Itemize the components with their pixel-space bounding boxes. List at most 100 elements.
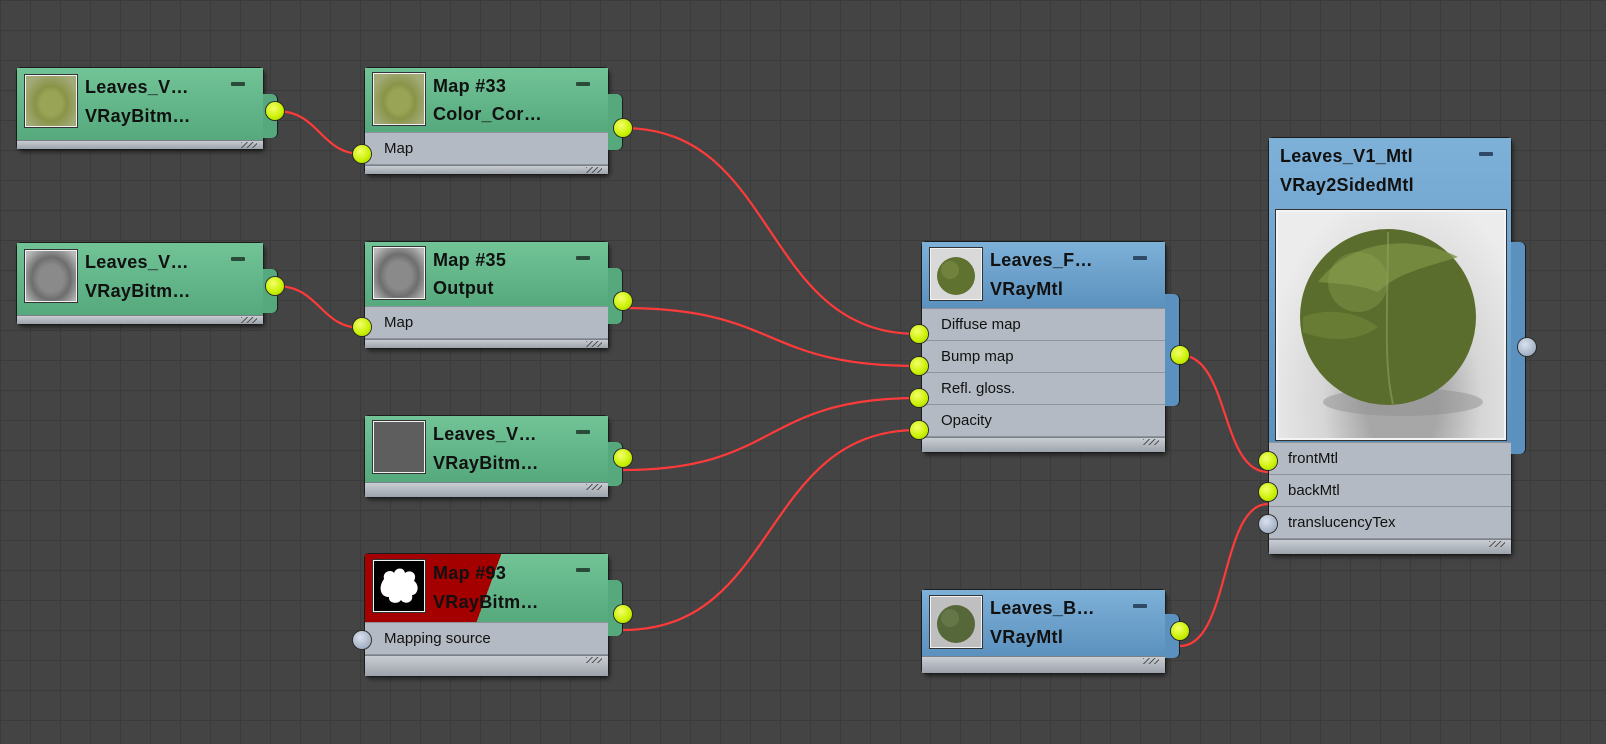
node-footer	[17, 315, 263, 324]
node-leaves-f-mtl[interactable]: Leaves_F… VRayMtl Diffuse map Bump map R…	[922, 242, 1179, 452]
node-type: VRayBitm…	[85, 106, 191, 126]
slot-label: Diffuse map	[941, 316, 1021, 333]
wire-bitmap2-to-map35	[275, 284, 363, 330]
node-type: VRayMtl	[990, 627, 1064, 647]
opacity-mask-icon	[373, 560, 425, 612]
output-port[interactable]	[614, 119, 632, 137]
node-title: Map #35	[433, 250, 507, 270]
input-slot-mapping-source[interactable]: Mapping source	[365, 623, 608, 655]
output-port[interactable]	[1171, 346, 1189, 364]
input-slot-bump-map[interactable]: Bump map	[922, 341, 1165, 373]
output-port[interactable]	[266, 102, 284, 120]
node-type: VRay2SidedMtl	[1280, 175, 1414, 195]
slot-label: Opacity	[941, 412, 992, 429]
output-port[interactable]	[614, 292, 632, 310]
collapse-button[interactable]	[576, 256, 590, 260]
slot-label: Map	[384, 314, 414, 331]
leaf-texture-icon	[373, 73, 425, 125]
sphere-preview-icon	[930, 248, 982, 300]
input-slot-map[interactable]: Map	[365, 307, 608, 339]
input-port-map[interactable]	[353, 318, 371, 336]
output-port[interactable]	[1171, 622, 1189, 640]
input-port-refl-gloss[interactable]	[910, 389, 928, 407]
input-slot-map[interactable]: Map	[365, 133, 608, 165]
slot-label: frontMtl	[1288, 450, 1339, 467]
collapse-button[interactable]	[1133, 256, 1147, 260]
output-port[interactable]	[614, 605, 632, 623]
node-map-35[interactable]: Map #35 Output Map	[365, 242, 622, 348]
mask-shape	[380, 568, 418, 603]
node-footer	[922, 656, 1165, 673]
node-title: Leaves_F…	[990, 250, 1093, 270]
input-port-bump-map[interactable]	[910, 357, 928, 375]
node-leaves-v-bitmap-2[interactable]: Leaves_V… VRayBitm…	[17, 243, 277, 324]
slot-label: Map	[384, 140, 414, 157]
input-port-map[interactable]	[353, 145, 371, 163]
node-map-93[interactable]: Map #93 VRayBitm… Mapping source	[365, 554, 622, 676]
leaf-texture-icon	[25, 75, 77, 127]
leaf-grayscale-icon	[25, 250, 77, 302]
collapse-button[interactable]	[576, 430, 590, 434]
collapse-button[interactable]	[1479, 152, 1493, 156]
node-footer	[365, 655, 608, 676]
wire-map93-to-opacity	[622, 428, 919, 632]
node-map-33[interactable]: Map #33 Color_Cor… Map	[365, 68, 622, 174]
input-port-translucencytex[interactable]	[1259, 515, 1277, 533]
slot-label: Mapping source	[384, 630, 491, 647]
node-type: Color_Cor…	[433, 104, 543, 124]
output-port[interactable]	[266, 277, 284, 295]
wire-map35-to-bump	[622, 306, 919, 368]
node-footer	[922, 437, 1165, 452]
wire-leavesf-to-frontmtl	[1179, 353, 1269, 474]
noise-texture-icon	[373, 421, 425, 473]
input-port-frontmtl[interactable]	[1259, 452, 1277, 470]
slot-label: translucencyTex	[1288, 514, 1396, 531]
node-type: Output	[433, 278, 494, 298]
node-leaves-v-bitmap-1[interactable]: Leaves_V… VRayBitm…	[17, 68, 277, 149]
collapse-button[interactable]	[231, 82, 245, 86]
node-title: Map #33	[433, 76, 507, 96]
input-slot-opacity[interactable]: Opacity	[922, 405, 1165, 437]
collapse-button[interactable]	[1133, 604, 1147, 608]
input-slot-diffuse-map[interactable]: Diffuse map	[922, 309, 1165, 341]
slot-label: Bump map	[941, 348, 1014, 365]
slot-label: backMtl	[1288, 482, 1340, 499]
node-title: Leaves_B…	[990, 598, 1095, 618]
input-slot-frontmtl[interactable]: frontMtl	[1269, 443, 1511, 475]
node-footer	[365, 482, 608, 497]
wire-leavesb-to-backmtl	[1179, 502, 1269, 648]
collapse-button[interactable]	[231, 257, 245, 261]
node-title: Map #93	[433, 563, 507, 583]
wire-bitmap1-to-map33	[275, 109, 363, 156]
output-port[interactable]	[614, 449, 632, 467]
node-type: VRayBitm…	[433, 592, 539, 612]
input-port-mapping-source[interactable]	[353, 631, 371, 649]
input-slot-refl-gloss[interactable]: Refl. gloss.	[922, 373, 1165, 405]
node-type: VRayMtl	[990, 279, 1064, 299]
input-port-diffuse-map[interactable]	[910, 325, 928, 343]
input-slot-backmtl[interactable]: backMtl	[1269, 475, 1511, 507]
node-footer	[365, 339, 608, 348]
wire-map33-to-diffuse	[622, 126, 919, 336]
wire-bitmap3-to-reflgloss	[622, 396, 919, 472]
input-slot-translucencytex[interactable]: translucencyTex	[1269, 507, 1511, 539]
output-port[interactable]	[1518, 338, 1536, 356]
node-type: VRayBitm…	[85, 281, 191, 301]
node-title: Leaves_V…	[433, 424, 537, 444]
input-port-opacity[interactable]	[910, 421, 928, 439]
node-title: Leaves_V1_Mtl	[1280, 146, 1413, 166]
node-footer	[365, 165, 608, 174]
sphere-preview-icon	[1276, 210, 1506, 440]
node-title: Leaves_V…	[85, 77, 189, 97]
node-title: Leaves_V…	[85, 252, 189, 272]
node-leaves-v-bitmap-3[interactable]: Leaves_V… VRayBitm…	[365, 416, 622, 497]
node-leaves-b-mtl[interactable]: Leaves_B… VRayMtl	[922, 590, 1179, 673]
input-port-backmtl[interactable]	[1259, 483, 1277, 501]
slot-label: Refl. gloss.	[941, 380, 1016, 397]
collapse-button[interactable]	[576, 82, 590, 86]
collapse-button[interactable]	[576, 568, 590, 572]
node-leaves-v1-mtl[interactable]: Leaves_V1_Mtl VRay2SidedMtl frontMtl bac…	[1269, 138, 1525, 554]
material-sphere	[1300, 229, 1483, 416]
node-footer	[1269, 539, 1511, 554]
